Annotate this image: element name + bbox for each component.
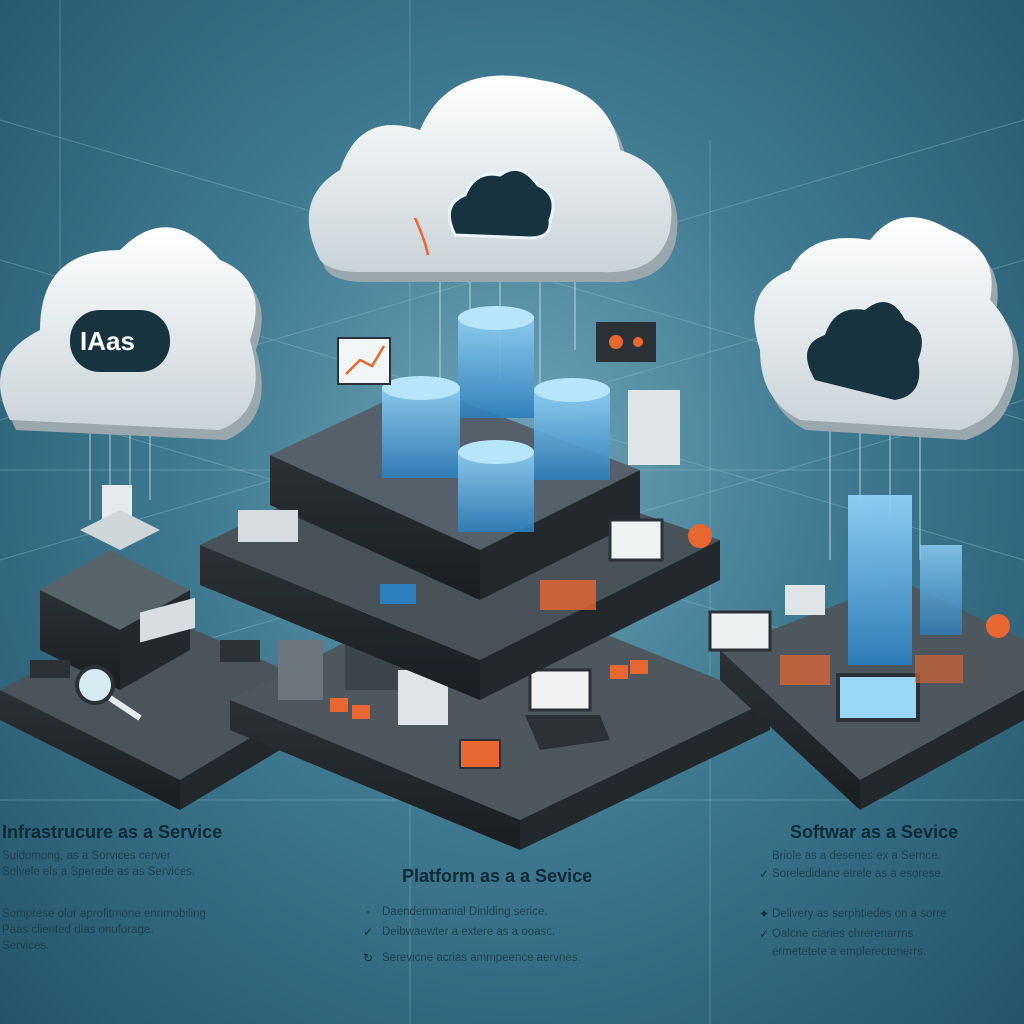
check-icon: ✓ xyxy=(758,867,770,881)
iaas-line: Suidomong, as a Sorvices cerver xyxy=(2,850,171,862)
database-cluster xyxy=(382,306,610,532)
saas-item: Delivery as serphtiedes on a sorre xyxy=(772,908,947,920)
iaas-line: Paas cliented dias onuforage. xyxy=(2,924,154,936)
paas-item: Deibwaewter a extere as a ooasc. xyxy=(382,926,556,938)
saas-platform xyxy=(708,495,1024,810)
iaas-line: Somprese olor aprofitmone enrimobiling xyxy=(2,908,206,920)
saas-item: ermetetete a emplerectenerrs. xyxy=(772,946,927,958)
central-platform xyxy=(200,306,720,700)
iaas-title: Infrastrucure as a Service xyxy=(2,822,223,842)
cloud-icon xyxy=(447,167,555,240)
saas-line: Briole as a desenes ex a Sernce. xyxy=(772,850,941,862)
saas-title: Softwar as a Sevice xyxy=(790,822,959,842)
iaas-cloud xyxy=(0,227,262,440)
cloud-icon xyxy=(807,302,922,400)
iaas-cloud-label: IAas xyxy=(80,326,135,356)
info-icon: ◦ xyxy=(365,905,371,919)
center-cloud xyxy=(308,75,678,283)
saas-line: Soreledidane etrele as a esorese. xyxy=(772,868,944,880)
magnifier-icon xyxy=(75,665,115,705)
paas-title: Platform as a a Sevice xyxy=(402,866,593,886)
paas-item: Serevicne acrias ammpeence aervnes. xyxy=(382,952,581,964)
platforms xyxy=(0,306,1024,850)
iaas-line: Services. xyxy=(2,940,50,952)
paas-item: Daendemmanial Dinlding serice. xyxy=(382,906,548,918)
star-icon: ✦ xyxy=(758,907,770,921)
iaas-line: Solvele els a Sperede as as Services. xyxy=(2,866,196,878)
saas-item: Oalcne ciaries chrerenarrns xyxy=(772,928,914,940)
iaas-cloud-badge xyxy=(70,310,170,372)
saas-tower xyxy=(848,495,912,665)
saas-cloud xyxy=(754,217,1019,440)
check-icon: ✓ xyxy=(758,927,770,941)
check-icon: ✓ xyxy=(362,925,374,939)
cycle-icon: ↻ xyxy=(362,951,374,965)
